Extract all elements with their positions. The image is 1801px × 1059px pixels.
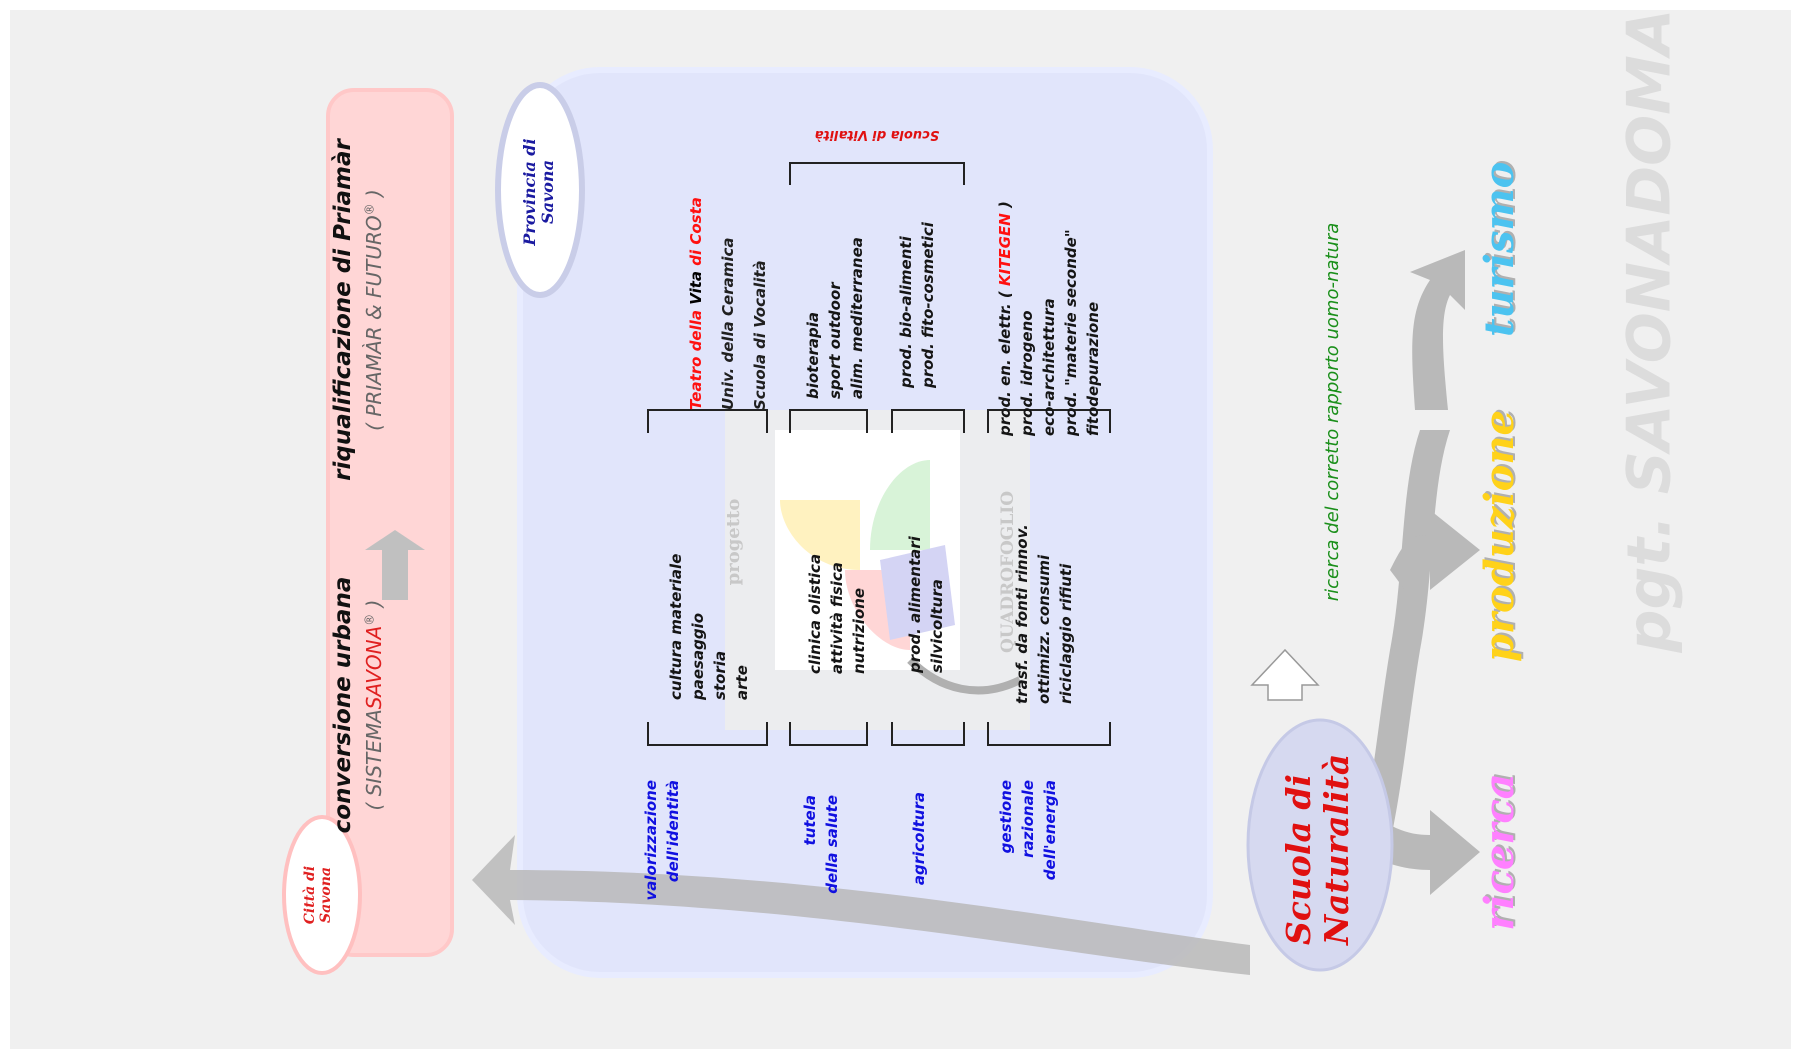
item: ottimizz. consumi bbox=[1035, 554, 1053, 704]
outcome-kitegen: prod. en. elettr. ( KITEGEN ) bbox=[994, 146, 1016, 436]
city-right-sub-mark: ® bbox=[362, 203, 377, 216]
outcome-teatro-part1: Teatro della bbox=[687, 304, 705, 410]
citta-band bbox=[326, 88, 454, 957]
item: silvicoltura bbox=[928, 579, 946, 673]
outcome: alim. mediterranea bbox=[848, 237, 866, 399]
category-label-salute-1: tutela bbox=[801, 795, 819, 846]
brackets bbox=[647, 162, 1111, 746]
city-left-block: conversione urbana ( SISTEMASAVONA® ) bbox=[330, 535, 400, 875]
logo-stem bbox=[907, 657, 1022, 695]
category-label-identita-1: valorizzazione bbox=[642, 780, 660, 901]
category-label-energia-1: gestione bbox=[997, 780, 1015, 854]
outcome-kitegen-red: KITEGEN bbox=[996, 213, 1014, 287]
item: prod. alimentari bbox=[906, 536, 924, 673]
outcome-ceramica: Univ. della Ceramica bbox=[719, 237, 737, 411]
outcome: bioterapia bbox=[804, 311, 822, 399]
diagram-canvas: pgt. SAVONADOMANI Città di Savona conver… bbox=[10, 10, 1791, 1049]
outcome-vocalita: Scuola di Vocalità bbox=[751, 260, 769, 410]
city-left-sub-red: SAVONA bbox=[362, 625, 386, 710]
item: paesaggio bbox=[689, 612, 707, 700]
outcome-teatro-part3: di Costa bbox=[687, 197, 705, 271]
city-right-block: riqualificazione di Priamàr ( PRIAMÀR & … bbox=[330, 130, 400, 490]
item: arte bbox=[733, 665, 751, 700]
city-left-sub-prefix: ( SISTEMA bbox=[362, 709, 386, 811]
outcome-teatro: Teatro della Vita di Costa bbox=[680, 150, 712, 410]
items-identita: cultura materiale paesaggio storia arte bbox=[665, 500, 755, 700]
scuola-naturalita-line1: Scuola di bbox=[1279, 774, 1318, 945]
category-label-identita-2: dell'identità bbox=[664, 780, 682, 883]
arrow-to-produzione bbox=[1390, 510, 1480, 590]
leaf-green bbox=[870, 460, 930, 550]
category-label-energia-3: dell'energia bbox=[1041, 780, 1059, 881]
category-label-energia-2: razionale bbox=[1019, 780, 1037, 858]
leaf-yellow bbox=[780, 500, 860, 570]
outcomes-energia: prod. en. elettr. ( KITEGEN ) prod. idro… bbox=[994, 146, 1106, 436]
item: riciclaggio rifiuti bbox=[1057, 563, 1075, 704]
output-produzione: produzione bbox=[1476, 410, 1523, 662]
provincia-ellipse bbox=[495, 82, 585, 298]
citta-ellipse bbox=[282, 815, 362, 975]
city-right-sub: ( PRIAMÀR & FUTURO® ) bbox=[362, 130, 386, 490]
category-label-agricoltura: agricoltura bbox=[910, 792, 928, 886]
arrow-to-turismo bbox=[1410, 250, 1465, 410]
category-label-salute: tutela della salute bbox=[799, 795, 849, 895]
ricerca-rapporto: ricerca del corretto rapporto uomo-natur… bbox=[1322, 222, 1343, 602]
naturalita-ellipse bbox=[1246, 718, 1394, 972]
watermark: pgt. SAVONADOMANI bbox=[1614, 10, 1685, 653]
city-left-sub-close: ) bbox=[362, 599, 386, 614]
items-energia: trasf. da fonti rinnov. ottimizz. consum… bbox=[1011, 504, 1079, 704]
provincia-badge: Provincia di Savona bbox=[520, 138, 557, 246]
outcome: prod. fito-cosmetici bbox=[919, 222, 937, 388]
city-left-sub: ( SISTEMASAVONA® ) bbox=[362, 535, 386, 875]
outcome: sport outdoor bbox=[826, 282, 844, 399]
output-ricerca: ricerca bbox=[1476, 773, 1523, 931]
city-left-sub-mark: ® bbox=[362, 613, 377, 626]
item: nutrizione bbox=[850, 587, 868, 674]
leaf-blue bbox=[880, 545, 955, 640]
item: attività fisica bbox=[828, 562, 846, 674]
diagram-shapes bbox=[282, 67, 1480, 978]
outcome-kitegen-prefix: prod. en. elettr. ( bbox=[996, 286, 1014, 436]
outcome: eco-architettura bbox=[1040, 298, 1058, 436]
outcome: prod. "materie seconde" bbox=[1062, 229, 1080, 436]
item: cultura materiale bbox=[667, 553, 685, 700]
city-right-title: riqualificazione di Priamàr bbox=[330, 139, 356, 481]
category-label-salute-2: della salute bbox=[823, 795, 841, 894]
items-salute: clinica olistica attività fisica nutrizi… bbox=[804, 524, 872, 674]
city-left-title: conversione urbana bbox=[330, 576, 356, 834]
city-arrow-shape bbox=[365, 530, 425, 600]
outcome: prod. idrogeno bbox=[1018, 310, 1036, 436]
item: trasf. da fonti rinnov. bbox=[1013, 524, 1031, 704]
hollow-up-arrow bbox=[1250, 648, 1320, 701]
category-label-identita: valorizzazione dell'identità bbox=[640, 780, 690, 910]
category-label-energia: gestione razionale dell'energia bbox=[995, 780, 1065, 910]
scuola-vitalita-label: Scuola di Vitalità bbox=[814, 127, 940, 142]
outcome: prod. bio-alimenti bbox=[897, 236, 915, 388]
outcomes-agricoltura: prod. bio-alimenti prod. fito-cosmetici bbox=[895, 208, 941, 388]
outcome: fitodepurazione bbox=[1084, 301, 1102, 436]
outcome-kitegen-suffix: ) bbox=[996, 201, 1014, 214]
city-right-sub-prefix: ( PRIAMÀR & FUTURO bbox=[362, 215, 386, 431]
outcomes-salute: bioterapia sport outdoor alim. mediterra… bbox=[802, 199, 870, 399]
outcome-teatro-part2: Vita bbox=[687, 270, 705, 305]
output-turismo: turismo bbox=[1476, 161, 1523, 337]
scuola-naturalita: Scuola di Naturalità bbox=[1279, 753, 1360, 945]
big-curved-arrow bbox=[472, 835, 1250, 975]
city-right-sub-close: ) bbox=[362, 189, 386, 204]
scuola-naturalita-line2: Naturalità bbox=[1317, 753, 1356, 945]
item: storia bbox=[711, 650, 729, 700]
item: clinica olistica bbox=[806, 553, 824, 674]
outcomes-identita: Teatro della Vita di Costa Univ. della C… bbox=[680, 150, 770, 410]
items-agricoltura: prod. alimentari silvicoltura bbox=[904, 523, 950, 673]
